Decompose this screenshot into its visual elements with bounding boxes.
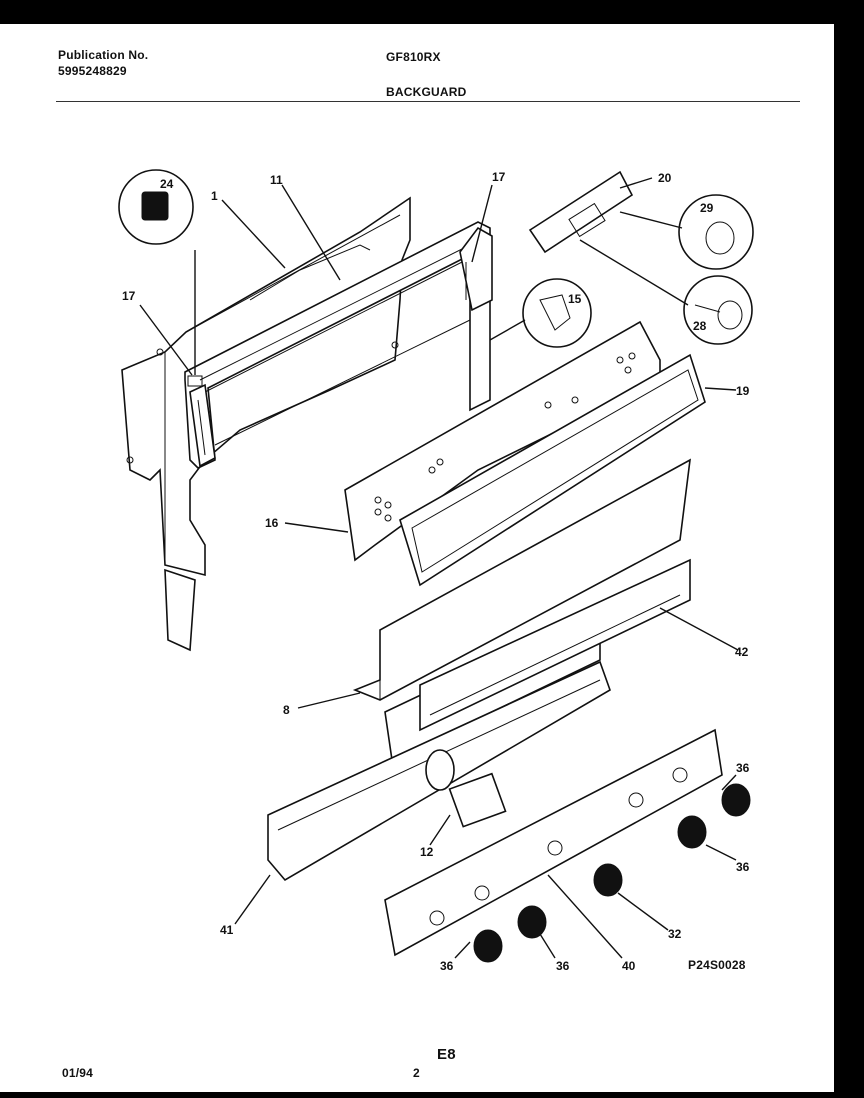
page-number: 2 bbox=[413, 1066, 420, 1080]
callout-11: 11 bbox=[270, 173, 283, 187]
callout-16: 16 bbox=[265, 516, 279, 530]
callout-15: 15 bbox=[568, 292, 582, 306]
callout-29: 29 bbox=[700, 201, 714, 215]
vent-shield bbox=[419, 558, 691, 732]
scan-border-right bbox=[834, 0, 864, 1098]
callout-12: 12 bbox=[420, 845, 434, 859]
callout-36-right-top: 36 bbox=[736, 761, 750, 775]
switch-bracket bbox=[528, 170, 634, 254]
scan-border-bottom bbox=[0, 1092, 864, 1098]
publication-number: 5995248829 bbox=[58, 64, 127, 78]
callout-24: 24 bbox=[160, 177, 174, 191]
detail-switch-24 bbox=[118, 169, 194, 245]
page-code: E8 bbox=[437, 1046, 456, 1063]
rear-backguard-panel bbox=[121, 196, 411, 652]
publication-label: Publication No. bbox=[58, 48, 149, 62]
detail-clip-15 bbox=[522, 278, 592, 348]
knob-panel bbox=[384, 728, 723, 957]
section-title: BACKGUARD bbox=[386, 85, 467, 99]
callout-28: 28 bbox=[693, 319, 707, 333]
callout-17-top: 17 bbox=[492, 170, 506, 184]
callout-17-left: 17 bbox=[122, 289, 136, 303]
callout-36-left-mid: 36 bbox=[556, 959, 570, 973]
knob-36-right-mid bbox=[677, 815, 707, 849]
header-rule bbox=[56, 101, 800, 102]
callout-1: 1 bbox=[211, 189, 218, 203]
leader-lines bbox=[139, 177, 739, 959]
callout-19: 19 bbox=[736, 384, 750, 398]
model-number: GF810RX bbox=[386, 50, 441, 64]
scan-border-top bbox=[0, 0, 864, 24]
callout-41: 41 bbox=[220, 923, 234, 937]
detail-knob-29 bbox=[678, 194, 754, 270]
side-bracket-right bbox=[459, 226, 493, 312]
knob-36-right-top bbox=[721, 783, 751, 817]
callout-8: 8 bbox=[283, 703, 290, 717]
callout-36-left-bottom: 36 bbox=[440, 959, 454, 973]
callout-42: 42 bbox=[735, 645, 749, 659]
footer-date: 01/94 bbox=[62, 1066, 94, 1080]
detail-knob-28 bbox=[683, 275, 753, 345]
callout-40: 40 bbox=[622, 959, 636, 973]
control-window-frame bbox=[399, 353, 706, 587]
callout-32: 32 bbox=[668, 927, 682, 941]
clock-timer bbox=[425, 749, 507, 828]
callout-36-right-mid: 36 bbox=[736, 860, 750, 874]
side-bracket-left bbox=[189, 383, 216, 468]
knob-32 bbox=[593, 863, 623, 897]
top-trim-frame bbox=[184, 221, 491, 469]
knob-36-left-mid bbox=[517, 905, 547, 939]
drawing-id: P24S0028 bbox=[688, 958, 746, 972]
callout-20: 20 bbox=[658, 171, 672, 185]
knob-36-left-bottom bbox=[473, 929, 503, 963]
exploded-parts-diagram: 24 1 11 17 17 20 29 15 28 19 16 42 8 36 … bbox=[118, 169, 754, 973]
